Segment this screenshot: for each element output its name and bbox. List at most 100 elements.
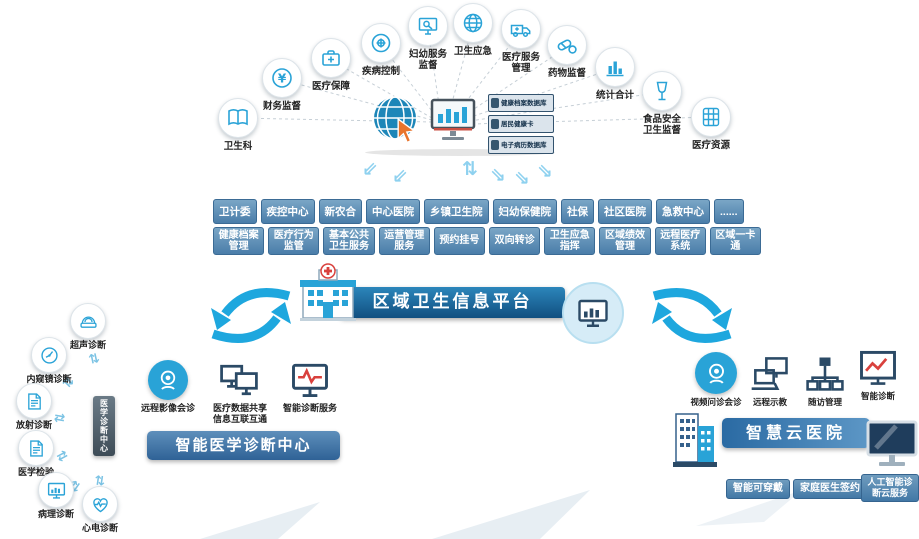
database-label: 健康档案数据库	[501, 98, 547, 107]
dept-node-finance: 财务监督	[247, 58, 317, 112]
database-icon	[491, 98, 499, 108]
org-button[interactable]: 乡镇卫生院	[424, 199, 489, 224]
dept-label: 疾病控制	[361, 66, 400, 77]
dept-label: 医疗保障	[311, 81, 350, 92]
cloud-hospital-banner: 智慧云医院	[722, 418, 870, 448]
org-button-more[interactable]: ......	[714, 199, 744, 224]
platform-banner: 区域卫生信息平台	[340, 287, 565, 318]
finance-icon	[262, 58, 302, 98]
database-card: 居民健康卡	[488, 115, 554, 133]
service-button-row: 健康档案管理 医疗行为监管 基本公共卫生服务 运营管理服务 预约挂号 双向转诊 …	[213, 227, 762, 255]
dept-node-resources: 医疗资源	[676, 97, 746, 151]
pill-icon	[547, 25, 587, 65]
service-button[interactable]: 健康档案管理	[213, 227, 265, 255]
modality-label: 病理诊断	[37, 510, 74, 520]
service-button[interactable]: 双向转诊	[489, 227, 541, 255]
database-card: 健康档案数据库	[488, 94, 554, 112]
arrow-sw-icon: ⇙	[392, 165, 408, 187]
platform-monitor-icon	[430, 98, 476, 140]
dark-monitor-icon	[866, 420, 918, 466]
arrow-sw-icon: ⇙	[362, 158, 378, 180]
cycle-arrows-left-icon	[211, 288, 291, 343]
dept-node-medical-service: 医疗服务管理	[486, 9, 556, 75]
remote-teaching-icon	[748, 352, 792, 396]
org-button[interactable]: 妇幼保健院	[492, 199, 557, 224]
service-button[interactable]: 区域一卡通	[709, 227, 762, 255]
modality-label: 医学检验	[17, 468, 54, 478]
modality-node-endoscope: 内窥镜诊断	[17, 337, 81, 385]
dept-label: 卫生科	[223, 141, 253, 152]
webcam-icon	[695, 352, 737, 394]
database-label: 电子病历数据库	[501, 140, 547, 149]
dept-node-maternal: 妇幼服务监督	[393, 6, 463, 72]
diag-service-label: 医疗数据共享信息互联互通	[212, 404, 267, 425]
modality-node-pathology: 病理诊断	[24, 472, 88, 520]
dept-node-disease-control: 疾病控制	[346, 23, 416, 77]
dept-node-health-science: 卫生科	[203, 98, 273, 152]
org-button[interactable]: 中心医院	[366, 199, 420, 224]
wearable-chip[interactable]: 智能可穿戴	[726, 479, 790, 499]
database-label: 居民健康卡	[501, 119, 534, 128]
glass-icon	[642, 71, 682, 111]
family-doctor-chip[interactable]: 家庭医生签约	[793, 479, 867, 499]
modality-node-ultrasound: 超声诊断	[56, 303, 120, 351]
org-button[interactable]: 疾控中心	[260, 199, 315, 224]
platform-terminal-circle	[562, 282, 624, 344]
dept-label: 妇幼服务监督	[408, 49, 447, 72]
modality-label: 放射诊断	[15, 421, 52, 431]
arrow-se-icon: ⇘	[514, 167, 530, 189]
service-button[interactable]: 医疗行为监管	[268, 227, 320, 255]
dept-node-drug: 药物监督	[532, 25, 602, 79]
service-button[interactable]: 预约挂号	[433, 227, 486, 255]
dept-label: 医疗资源	[691, 140, 730, 151]
pathology-monitor-icon	[38, 472, 74, 508]
exchange-arrow-icon: ⇄	[92, 474, 109, 487]
exchange-arrow-icon: ⇄	[84, 351, 102, 366]
dept-node-insurance: 医疗保障	[296, 38, 366, 92]
dept-node-statistics: 统计合计	[580, 47, 650, 101]
lab-report-icon	[18, 430, 54, 466]
arrow-se-icon: ⇘	[490, 164, 506, 186]
org-button[interactable]: 社保	[561, 199, 594, 224]
org-button[interactable]: 急救中心	[656, 199, 710, 224]
ai-cloud-chip[interactable]: 人工智能诊断云服务	[861, 474, 919, 502]
disease-control-icon	[361, 23, 401, 63]
service-button[interactable]: 基本公共卫生服务	[323, 227, 375, 255]
cloud-service-label: 随访管理	[807, 398, 842, 408]
database-icon	[491, 140, 499, 150]
arrow-updown-icon: ⇅	[462, 158, 478, 180]
org-button-row: 卫计委 疾控中心 新农合 中心医院 乡镇卫生院 妇幼保健院 社保 社区医院 急救…	[213, 199, 761, 224]
dept-node-food-safety: 食品安全卫生监督	[627, 71, 697, 137]
hospital-icon	[300, 263, 356, 321]
database-stack: 健康档案数据库 居民健康卡 电子病历数据库	[488, 94, 554, 157]
service-button[interactable]: 运营管理服务	[378, 227, 430, 255]
org-button[interactable]: 新农合	[318, 199, 362, 224]
service-button[interactable]: 卫生应急指挥	[544, 227, 596, 255]
service-button[interactable]: 区域绩效管理	[599, 227, 651, 255]
diag-service-label: 智能诊断服务	[282, 404, 337, 414]
org-button[interactable]: 卫计委	[213, 199, 257, 224]
diagnosis-hub-label: 医学诊断中心	[99, 399, 109, 453]
bar-chart-icon	[595, 47, 635, 87]
service-button[interactable]: 远程医疗系统	[654, 227, 706, 255]
building-icon	[673, 413, 717, 467]
orgchart-icon	[803, 352, 847, 396]
org-button[interactable]: 社区医院	[598, 199, 652, 224]
heartbeat-icon	[82, 486, 118, 522]
chart-line-icon	[856, 346, 900, 390]
database-card: 电子病历数据库	[488, 136, 554, 154]
dept-label: 医疗服务管理	[501, 52, 540, 75]
xray-film-icon	[16, 383, 52, 419]
dept-label: 财务监督	[262, 101, 301, 112]
cycle-arrows-right-icon	[652, 288, 732, 343]
modality-label: 内窥镜诊断	[26, 375, 72, 385]
modality-label: 超声诊断	[69, 341, 106, 351]
monitor-search-icon	[408, 6, 448, 46]
cloud-service-label: 视频问诊会诊	[690, 398, 742, 408]
hub-shadow	[365, 149, 555, 156]
ledger-icon	[218, 98, 258, 138]
archive-icon	[691, 97, 731, 137]
modality-node-radiology: 放射诊断	[2, 383, 66, 431]
dept-label: 统计合计	[595, 90, 634, 101]
modality-node-ecg: 心电诊断	[68, 486, 132, 534]
